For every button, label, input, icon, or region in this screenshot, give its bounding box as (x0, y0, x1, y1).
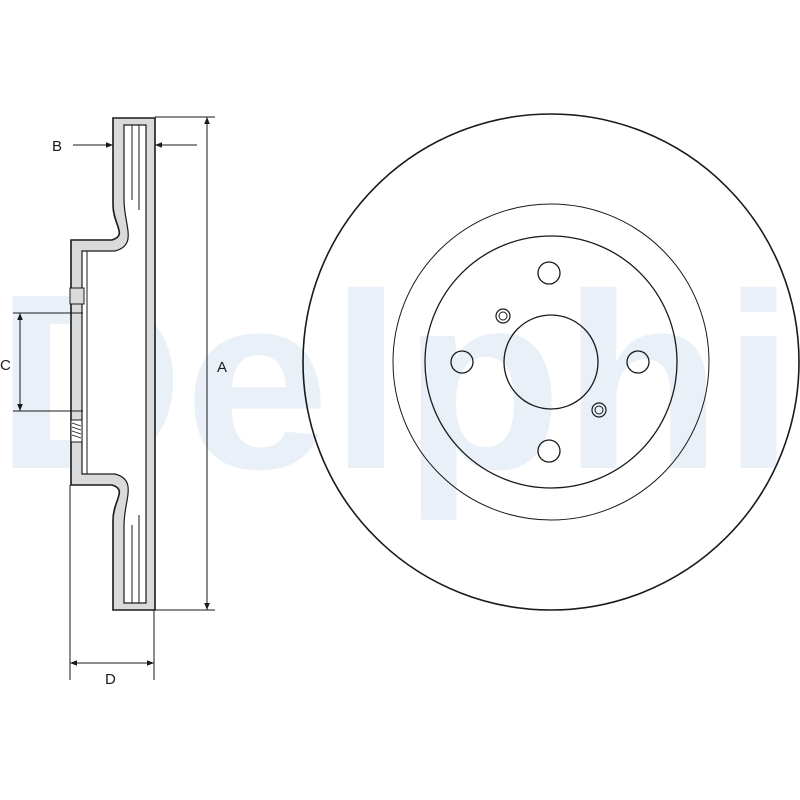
disc-section-inner (81, 124, 147, 604)
dimension-a: A (155, 116, 227, 611)
dimension-c: C (0, 312, 83, 412)
locating-screw-hole (495, 308, 511, 324)
bolt-hole (537, 261, 561, 285)
dimension-d-label: D (105, 671, 116, 688)
dimension-b: B (52, 138, 197, 155)
bolt-hole (537, 439, 561, 463)
friction-ring-inner-edge (392, 203, 710, 521)
dimension-d: D (69, 485, 155, 688)
dimension-c-label: C (0, 357, 11, 374)
bolt-hole (626, 350, 650, 374)
hat-outer-edge (424, 235, 678, 489)
center-bore (503, 314, 599, 410)
screw-thread (71, 422, 82, 439)
bolt-hole (450, 350, 474, 374)
dimension-b-label: B (52, 138, 62, 155)
disc-side-section (69, 117, 156, 611)
bore-break (69, 287, 85, 305)
disc-front-view (302, 113, 800, 611)
disc-outer-edge (302, 113, 800, 611)
dimension-a-label: A (217, 359, 227, 376)
screw-detail (70, 419, 83, 443)
locating-screw-hole (591, 402, 607, 418)
